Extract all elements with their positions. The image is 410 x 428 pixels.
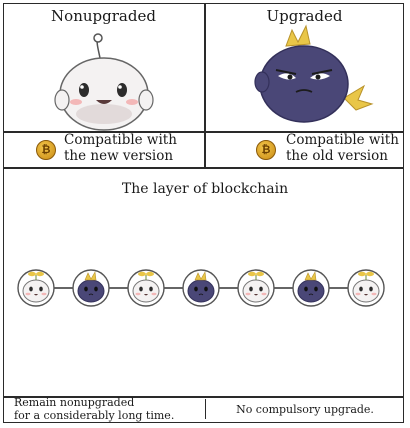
top-divider-vertical bbox=[204, 3, 206, 168]
footer-left-line2: for a considerably long time. bbox=[14, 409, 175, 422]
right-compat-line1: Compatible with bbox=[286, 132, 399, 148]
crest-icon bbox=[285, 24, 311, 47]
compat-row-bottom-line bbox=[3, 167, 404, 169]
footer-left-line1: Remain nonupgraded bbox=[14, 396, 135, 409]
upgraded-character bbox=[254, 24, 374, 123]
upgraded-heading: Upgraded bbox=[266, 7, 343, 25]
block-upgraded bbox=[72, 269, 110, 307]
sprout-icon bbox=[93, 33, 103, 59]
right-compat-line2: the old version bbox=[286, 148, 388, 164]
footer-top-line bbox=[3, 396, 404, 398]
bitcoin-coin-icon: ₿ bbox=[256, 140, 276, 160]
block-nonupgraded bbox=[237, 269, 275, 307]
block-nonupgraded bbox=[347, 269, 385, 307]
left-compat-line1: Compatible with bbox=[64, 132, 177, 148]
compat-row-top-line bbox=[3, 131, 404, 133]
block-nonupgraded bbox=[17, 269, 55, 307]
layer-title: The layer of blockchain bbox=[121, 181, 289, 197]
footer-divider-vertical bbox=[205, 399, 206, 419]
block-nonupgraded bbox=[127, 269, 165, 307]
bitcoin-coin-icon: ₿ bbox=[36, 140, 56, 160]
blockchain-chain bbox=[17, 269, 385, 307]
diagram-frame bbox=[3, 3, 404, 423]
nonupgraded-character bbox=[54, 33, 154, 131]
footer-right: No compulsory upgrade. bbox=[236, 403, 374, 416]
nonupgraded-heading: Nonupgraded bbox=[51, 7, 156, 25]
left-compat-line2: the new version bbox=[64, 148, 174, 164]
block-upgraded bbox=[292, 269, 330, 307]
block-upgraded bbox=[182, 269, 220, 307]
